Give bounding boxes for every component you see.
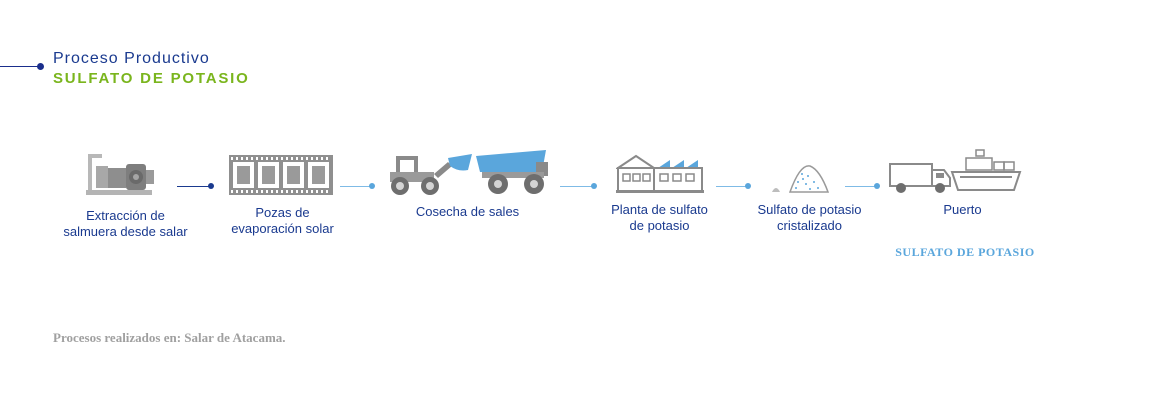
connector-line: [177, 186, 210, 187]
header-line: [0, 66, 38, 67]
step-label: Puerto: [943, 202, 982, 217]
connector-line: [340, 186, 371, 187]
step-label: Planta de sulfato de potasio: [611, 202, 708, 233]
connector-dot: [208, 183, 214, 189]
step-label: Sulfato de potasio cristalizado: [757, 202, 862, 233]
header-dot: [37, 63, 44, 70]
factory-icon: [616, 154, 704, 193]
connector-line: [716, 186, 747, 187]
step-label: Cosecha de sales: [415, 204, 520, 219]
connector-dot: [591, 183, 597, 189]
product-tag: SULFATO DE POTASIO: [895, 245, 1035, 259]
pump-icon: [86, 154, 154, 195]
connector-dot: [874, 183, 880, 189]
connector-dot: [745, 183, 751, 189]
salt-pile-icon: [772, 165, 830, 193]
connector-line: [845, 186, 876, 187]
truck-ship-icon: [889, 149, 1022, 193]
loader-truck-icon: [390, 150, 548, 195]
step-label: Extracción de salmuera desde salar: [63, 208, 188, 239]
page-subtitle: SULFATO DE POTASIO: [53, 70, 250, 87]
footer-note: Procesos realizados en: Salar de Atacama…: [53, 330, 286, 345]
step-label: Pozas de evaporación solar: [231, 205, 334, 236]
page-title: Proceso Productivo: [53, 50, 210, 67]
evaporation-ponds-icon: [229, 155, 333, 195]
connector-line: [560, 186, 593, 187]
connector-dot: [369, 183, 375, 189]
